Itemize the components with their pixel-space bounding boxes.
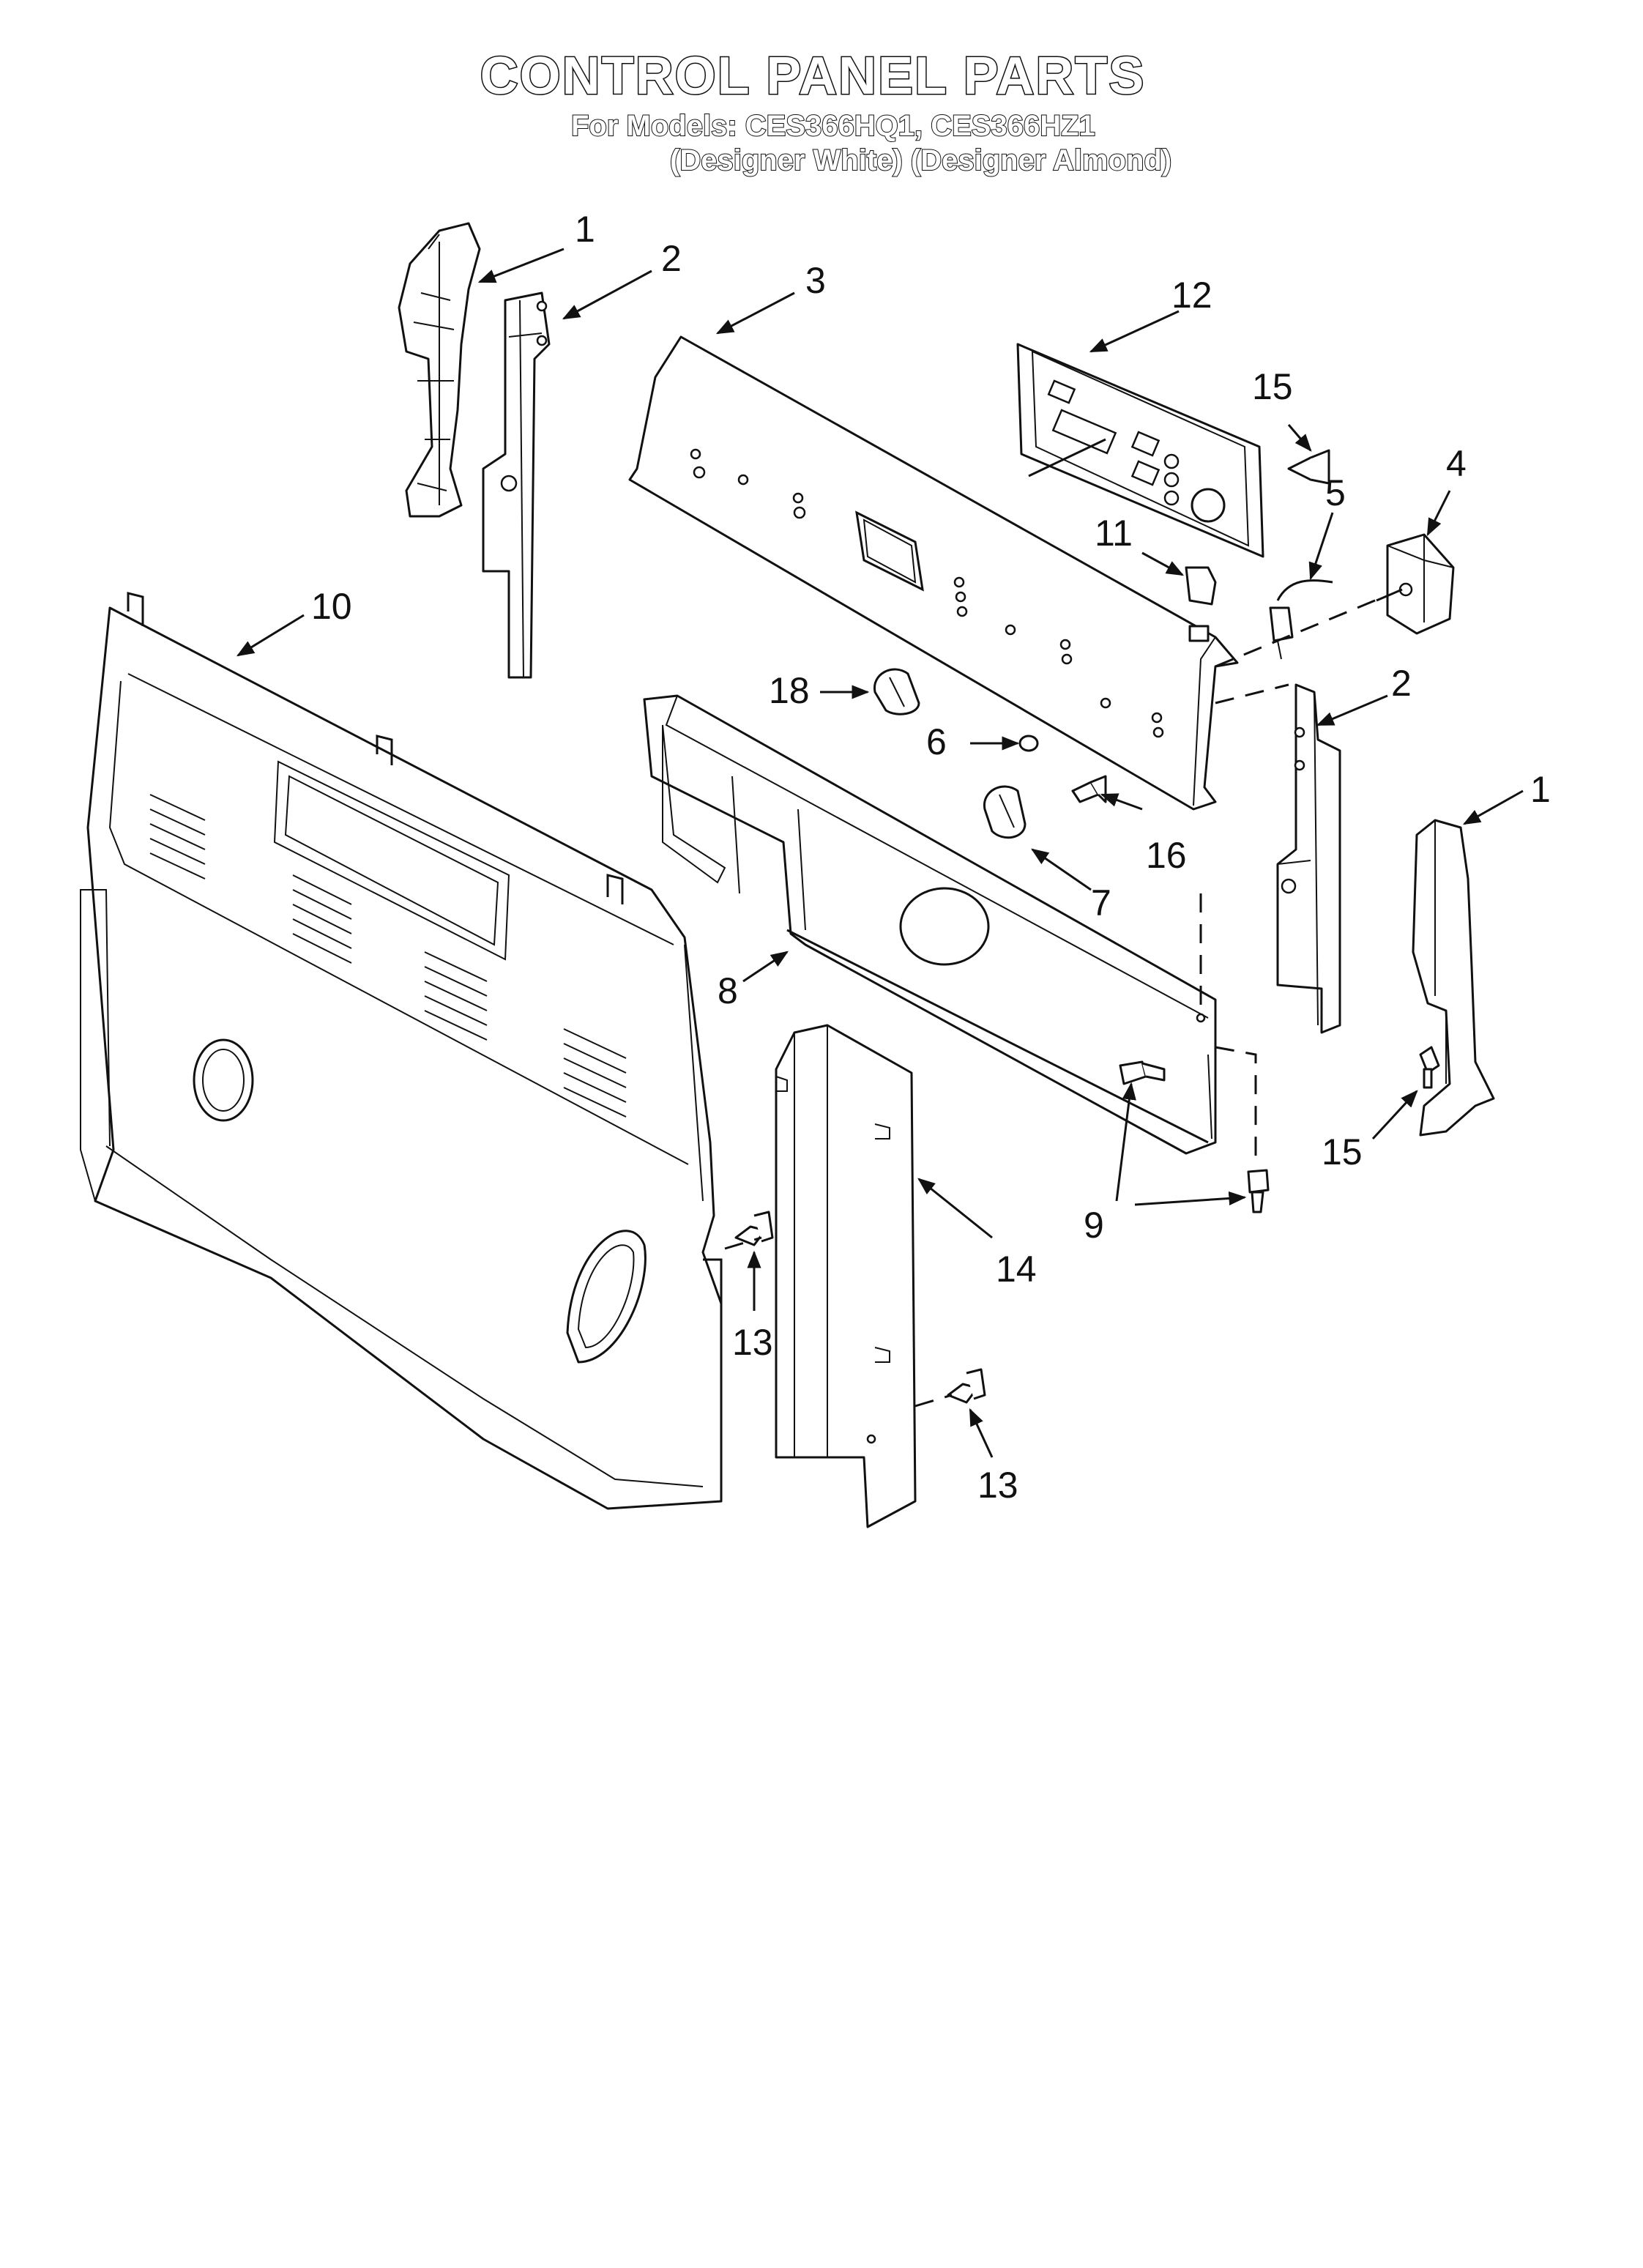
part-13-screw-lower [947,1368,986,1404]
callout-13-left: 13 [732,1322,773,1363]
part-1-right-end-cap [1412,819,1495,1137]
callout-18: 18 [769,670,810,711]
assembly-dashed-lines [724,595,1385,1408]
callout-14: 14 [996,1249,1037,1290]
callout-6: 6 [926,721,947,762]
part-10-rear-panel [80,592,723,1510]
part-15-screw-lower [1419,1046,1440,1089]
part-1-left-end-cap [398,222,481,518]
callout-16: 16 [1146,835,1187,876]
part-6-plug [1018,735,1039,752]
vent-slots [149,794,627,1118]
callout-12: 12 [1171,275,1212,316]
part-15-screw-upper [1287,449,1330,485]
part-14-side-trim [775,1024,917,1528]
part-2-right-side-bracket [1276,683,1341,1034]
part-12-electronic-control [1016,343,1264,558]
part-11-switch [1185,566,1217,642]
callout-2-right: 2 [1391,663,1412,704]
callout-5: 5 [1325,472,1346,513]
part-7-knob [983,785,1027,839]
models-line: For Models: CES366HQ1, CES366HZ1 [571,110,1095,142]
callout-2-upper-left: 2 [661,238,682,279]
callout-7: 7 [1091,882,1111,923]
callout-4: 4 [1446,443,1467,484]
part-18-knob [873,668,920,715]
part-3-control-console [628,335,1239,811]
part-4-switch [1376,533,1455,635]
part-9-screws [1119,1060,1270,1213]
callout-1-right: 1 [1530,769,1551,810]
diagram-title: CONTROL PANEL PARTS [480,47,1146,105]
callout-15-lower: 15 [1322,1131,1363,1172]
callout-13-right: 13 [977,1465,1018,1506]
part-16-screw [1071,775,1107,803]
callout-11: 11 [1095,513,1133,554]
part-5-wire-harness [1269,579,1333,660]
callout-8: 8 [718,970,738,1011]
callout-arrows [236,248,1524,1458]
part-13-screw-upper [734,1211,774,1246]
finish-line: (Designer White) (Designer Almond) [670,144,1171,176]
callout-15-upper: 15 [1252,366,1293,407]
callout-3: 3 [805,260,826,301]
callout-labels: 1 2 3 12 15 4 5 11 10 18 6 2 1 16 7 8 15… [311,209,1551,1506]
part-2-left-side-bracket [482,291,551,679]
callout-9: 9 [1084,1205,1104,1246]
callout-10: 10 [311,586,352,627]
callout-1-upper-left: 1 [575,209,595,250]
part-8-lower-panel [643,694,1217,1155]
